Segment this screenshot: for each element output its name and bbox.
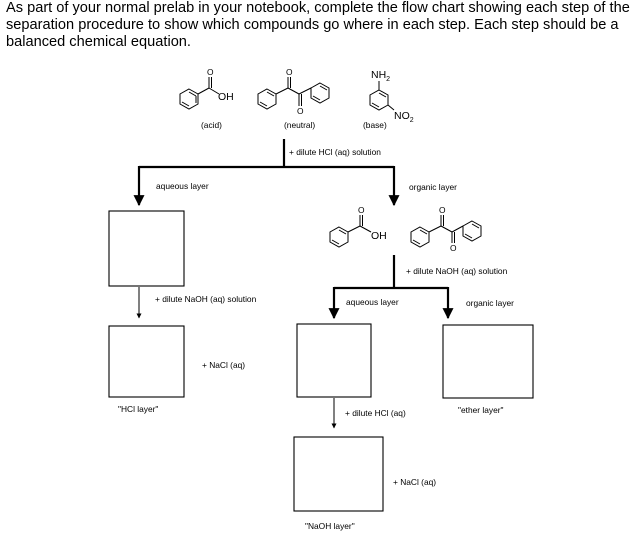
step4-label: + dilute HCl (aq)	[345, 408, 406, 418]
svg-text:O: O	[207, 67, 214, 77]
benzil-structure: O O	[257, 67, 330, 116]
answer-box-1[interactable]	[108, 210, 185, 287]
organic-layer-label-1: organic layer	[409, 182, 457, 192]
ether-layer-label: "ether layer"	[458, 405, 504, 415]
acid-label: (acid)	[201, 120, 222, 130]
answer-box-ether-layer[interactable]	[442, 324, 534, 399]
svg-text:O: O	[286, 67, 293, 77]
organic-acid-oh-label: OH	[371, 230, 387, 242]
organic-layer-label-2: organic layer	[466, 298, 514, 308]
naoh-layer-label: "NaOH layer"	[305, 521, 355, 531]
hcl-layer-label: "HCl layer"	[118, 404, 158, 414]
benzoic-acid-structure-organic: O OH	[329, 205, 387, 248]
step1-label: + dilute HCl (aq) solution	[289, 147, 381, 157]
instructions-text: As part of your normal prelab in your no…	[6, 0, 630, 50]
svg-text:O: O	[358, 205, 365, 215]
aqueous-layer-label-1: aqueous layer	[156, 181, 209, 191]
svg-text:O: O	[450, 243, 457, 253]
svg-text:O: O	[297, 106, 304, 116]
nacl-label-1: + NaCl (aq)	[202, 360, 245, 370]
step2-label: + dilute NaOH (aq) solution	[155, 294, 257, 304]
nitroaniline-structure: NH2 NO2	[369, 69, 414, 124]
svg-text:NO2: NO2	[394, 110, 414, 124]
aqueous-layer-label-2: aqueous layer	[346, 297, 399, 307]
benzoic-acid-structure: O OH	[179, 67, 234, 110]
base-label: (base)	[363, 120, 387, 130]
benzil-structure-organic: O O	[410, 205, 482, 253]
neutral-label: (neutral)	[284, 120, 315, 130]
acid-oh-label: OH	[218, 91, 234, 103]
step3-label: + dilute NaOH (aq) solution	[406, 266, 508, 276]
svg-text:O: O	[439, 205, 446, 215]
nacl-label-2: + NaCl (aq)	[393, 477, 436, 487]
answer-box-naoh-layer[interactable]	[293, 436, 384, 512]
answer-box-3[interactable]	[296, 323, 372, 398]
answer-box-hcl-layer[interactable]	[108, 325, 185, 398]
svg-text:NH2: NH2	[371, 69, 390, 83]
